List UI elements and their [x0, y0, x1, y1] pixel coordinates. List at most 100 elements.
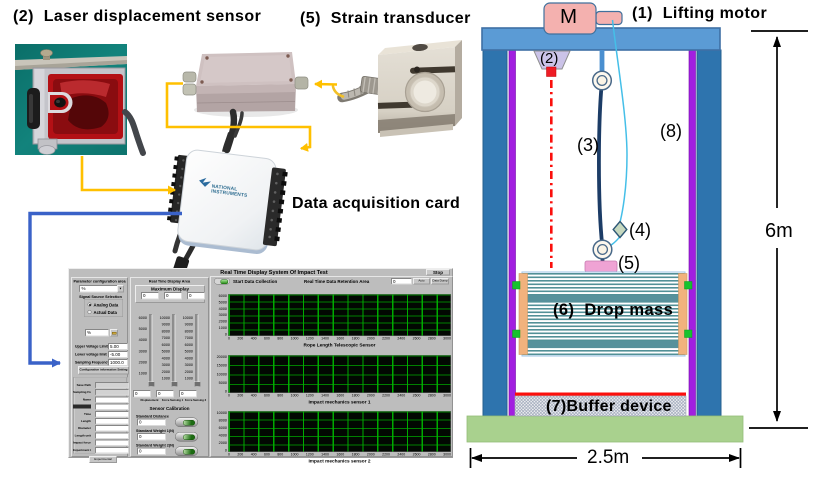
config-info-button[interactable]: Configuration information Setting [78, 366, 129, 375]
voltage-row-field[interactable]: 1000.0 [108, 359, 128, 366]
info-row-label: Length unit [74, 434, 91, 438]
x-tick-label: 800 [277, 453, 284, 457]
x-tick-label: 2200 [382, 453, 390, 457]
dropdown-arrow-icon[interactable]: ▼ [117, 285, 124, 293]
lifting-motor-title: (1) Lifting motor [632, 5, 768, 22]
file-path-field[interactable]: % [85, 329, 109, 337]
graph-caption: Impact mechanics sensor 1 [308, 399, 371, 406]
calibration-field[interactable]: 0 [137, 433, 166, 441]
info-row-field[interactable] [95, 446, 129, 454]
start-toggle[interactable] [214, 278, 230, 285]
info-row-label: Length [81, 420, 91, 423]
browse-button[interactable] [110, 329, 118, 337]
slider-track[interactable] [148, 314, 155, 387]
voltage-row-label: Upper Voltage Limit [75, 345, 108, 349]
info-row-field[interactable] [95, 425, 129, 432]
x-tick-label: 3000 [443, 453, 451, 457]
info-row-label: Time [84, 412, 91, 416]
calibration-row: Standard Weight 1(N)0 [131, 429, 210, 444]
bottom-pulley [592, 239, 613, 260]
info-row-field[interactable] [95, 382, 129, 389]
voltage-row-label: Lower voltage limit [75, 353, 107, 357]
slider-value-field[interactable]: 0 [179, 390, 197, 398]
signal-source-label: Signal Source Selection [79, 294, 122, 300]
calibration-ok-button[interactable] [175, 446, 198, 456]
x-tick-label: 200 [237, 453, 244, 457]
experiment-info-button[interactable]: Experimental information [89, 456, 117, 463]
retention-value-field[interactable]: 0 [391, 278, 412, 285]
slider-tick-label: 3000 [184, 362, 193, 368]
x-tick-label: 400 [250, 394, 257, 398]
x-tick-label: 3000 [443, 337, 451, 341]
slider-tick-label: 9000 [161, 322, 170, 327]
slider-tick-label: 1000 [161, 375, 170, 381]
calibration-ok-button[interactable] [175, 417, 198, 427]
slider-label: Force Sensing 2 [184, 399, 207, 402]
info-row-field[interactable] [95, 439, 129, 447]
buffer-shape [514, 392, 687, 417]
info-row-label: Weight [73, 404, 91, 409]
max-display-field[interactable]: 0 [141, 292, 159, 300]
daq-title: Data acquisition card [292, 195, 461, 212]
slider-thumb[interactable] [148, 381, 155, 387]
slider-thumb[interactable] [171, 381, 178, 387]
dimension-lines [469, 30, 808, 468]
slider-track[interactable] [194, 314, 201, 387]
daq-photo [166, 132, 288, 286]
info-row-field[interactable] [95, 403, 129, 411]
graph-plot[interactable] [228, 355, 451, 393]
voltage-row-field[interactable]: 5.00 [108, 343, 128, 350]
slider-tick-label: 6000 [138, 315, 147, 320]
info-row-label: Save Path [76, 384, 91, 387]
slider-value-field[interactable]: 0 [156, 390, 174, 398]
rope-connector-shape [612, 220, 628, 239]
data-dump-button[interactable]: Data Dump [431, 278, 449, 285]
max-display-field[interactable]: 0 [164, 292, 182, 300]
labview-panel: Real Time Display System Of Impact Test … [68, 268, 453, 464]
label-8: (8) [660, 121, 682, 141]
info-row-field[interactable] [95, 410, 129, 418]
stop-button[interactable]: Stop [426, 269, 450, 276]
x-tick-label: 2200 [382, 337, 390, 341]
radio-dot-icon [87, 302, 92, 307]
info-row-field[interactable] [95, 432, 129, 439]
calibration-field[interactable]: 0 [137, 418, 166, 426]
info-row-field[interactable] [95, 418, 129, 425]
x-tick-label: 600 [264, 453, 270, 457]
laser-sensor-shape [533, 50, 571, 268]
info-row-field[interactable] [95, 389, 129, 396]
x-tick-label: 2600 [412, 337, 421, 341]
slider-tick-label: 10000 [182, 315, 193, 320]
calibration-field[interactable]: 0 [137, 447, 166, 455]
info-row-field[interactable] [95, 396, 129, 403]
graph-plot[interactable] [228, 411, 451, 452]
slider-thumb[interactable] [194, 381, 201, 387]
x-tick-label: 2800 [427, 394, 436, 398]
max-display-field[interactable]: 0 [187, 292, 205, 300]
test-rope [597, 79, 605, 264]
arrow-junction-to-daq [165, 82, 312, 152]
slider-value-field[interactable]: 0 [133, 390, 151, 398]
slider-tick-label: 3000 [138, 348, 147, 354]
top-pulley [591, 70, 613, 91]
graph-caption: Impact mechanics sensor 2 [308, 458, 371, 465]
y-tick-label: 20000 [216, 354, 227, 359]
y-tick-label: 4000 [218, 433, 227, 438]
voltage-row-field[interactable]: -5.00 [108, 351, 128, 358]
maximum-display-label: Maximum Display [150, 286, 190, 292]
x-tick-label: 0 [228, 453, 230, 457]
signal-source-dropdown[interactable]: % ▼ [79, 285, 124, 293]
calibration-ok-button[interactable] [175, 432, 198, 442]
retention-area-label: Real Time Data Retention Area [304, 279, 370, 284]
auto-saved-button[interactable]: Auto Saved [413, 278, 430, 285]
x-tick-label: 600 [264, 394, 270, 398]
slider-track[interactable] [171, 314, 178, 387]
x-tick-label: 1800 [351, 453, 360, 457]
graph-plot[interactable] [228, 294, 451, 336]
